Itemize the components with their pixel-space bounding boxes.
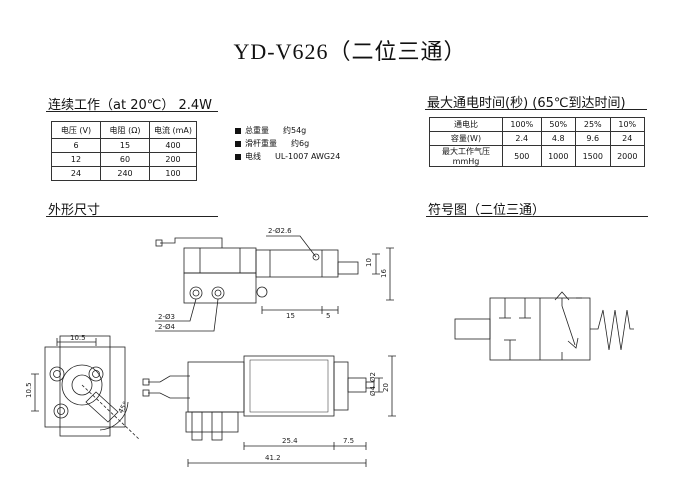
section-max-energize-time: 最大通电时间(秒) (65℃到达时间) [427,96,626,111]
mount-hole [312,253,320,261]
section-underline [425,109,647,110]
table-row: 容量(W) 2.4 4.8 9.6 24 [429,131,645,146]
table-header-row: 电压 (V) 电阻 (Ω) 电流 (mA) [51,121,197,139]
dim-label-10: 10 [365,258,373,267]
table-cell: 100 [149,166,197,181]
section-underline [46,216,218,217]
dim-label-7-5: 7.5 [343,437,354,445]
dim-label-41-2: 41.2 [265,454,281,462]
section-symbol: 符号图（二位三通） [428,203,546,218]
spec-value: UL-1007 AWG24 [275,152,341,161]
section-continuous-operation: 连续工作（at 20℃） 2.4W [48,98,212,113]
table-row: 12 60 200 [51,152,197,167]
port-circle [189,286,203,300]
table-cell: 最大工作气压 mmHg [429,145,503,167]
dim-label-25-4: 25.4 [282,437,298,445]
dim-label-d4: 2-Ø4 [158,323,175,331]
dim-label-d3: 2-Ø3 [158,313,175,321]
bullet-square-icon [235,141,241,147]
spec-label: 滑杆重量 [245,139,277,148]
spec-list: 总重量 约54g 滑杆重量 约6g 电线 UL-1007 AWG24 [235,124,340,163]
dim-label-10-5-top: 10.5 [70,334,86,342]
mount-hole [256,286,268,298]
dim-label-16: 16 [380,269,388,278]
table-row: 24 240 100 [51,166,197,181]
table-row: 通电比 100% 50% 25% 10% [429,117,645,132]
spec-item-plunger-weight: 滑杆重量 约6g [235,137,340,150]
spec-label: 总重量 [245,126,269,135]
port-circle [211,286,225,300]
section-dimensions: 外形尺寸 [48,203,101,218]
spec-item-wire: 电线 UL-1007 AWG24 [235,150,340,163]
dim-label-15: 15 [286,312,295,320]
dim-label-d4-side: Ø4 [369,385,377,396]
table-cell: 24 [51,166,101,181]
dim-label-5: 5 [326,312,330,320]
spec-value: 约54g [283,126,307,135]
dim-label-20: 20 [382,383,390,392]
side-view-drawing [142,355,396,467]
front-view-drawing [31,335,141,441]
section-underline [426,216,648,217]
electrical-table: 电压 (V) 电阻 (Ω) 电流 (mA) 6 15 400 12 60 200… [51,121,197,181]
table-cell: 2000 [609,145,645,167]
table-cell: 500 [502,145,542,167]
wire-terminal [155,239,163,247]
spec-item-weight: 总重量 约54g [235,124,340,137]
table-row: 最大工作气压 mmHg 500 1000 1500 2000 [429,145,645,167]
spec-label: 电线 [245,152,261,161]
bullet-square-icon [235,128,241,134]
valve-symbol-diagram [454,291,634,361]
dim-label-10-5-left: 10.5 [25,382,33,398]
spec-value: 约6g [291,139,310,148]
dim-label-d26: 2-Ø2.6 [268,227,292,235]
dim-label-d2: Ø2 [369,372,377,382]
table-cell: 1500 [575,145,611,167]
bullet-square-icon [235,154,241,160]
table-header: 电流 (mA) [149,121,197,139]
page-title: YD-V626（二位三通） [233,39,467,64]
duty-cycle-table: 通电比 100% 50% 25% 10% 容量(W) 2.4 4.8 9.6 2… [429,117,645,167]
top-view-drawing [155,235,394,332]
section-underline [46,111,218,112]
